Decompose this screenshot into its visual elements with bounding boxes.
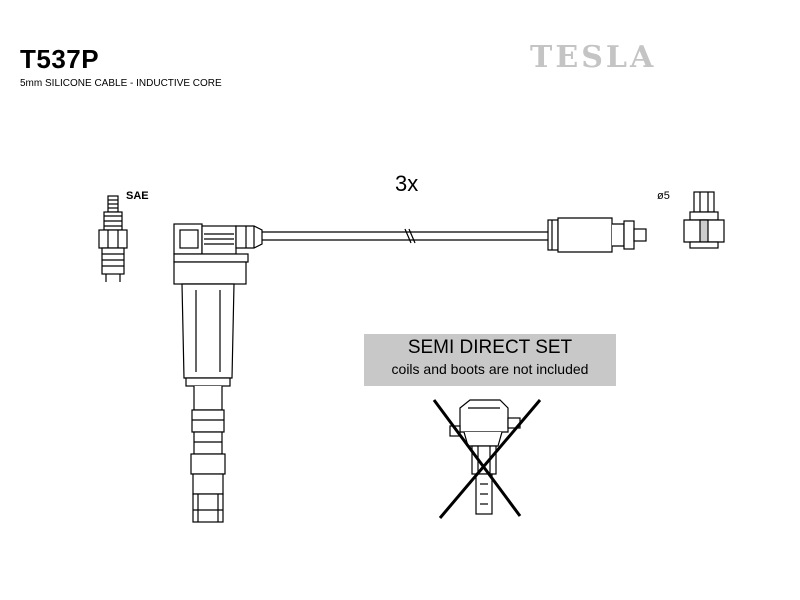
notice-text: coils and boots are not included [391, 361, 589, 377]
not-included-coil-icon [449, 399, 521, 515]
spark-plug-type-label: SAE [126, 190, 149, 202]
quantity-label: 3x [395, 171, 419, 196]
coil-boot-icon [173, 223, 263, 523]
part-number: T537P [20, 44, 100, 74]
cable-description: 5mm SILICONE CABLE - INDUCTIVE CORE [20, 78, 222, 89]
cross-out-mark-icon [432, 399, 542, 519]
ignition-cable [262, 228, 548, 244]
cable-end-boot-icon [547, 217, 647, 253]
notice-heading: SEMI DIRECT SET [407, 337, 573, 358]
terminal-connector-icon [683, 191, 725, 249]
semi-direct-set-notice: SEMI DIRECT SET coils and boots are not … [364, 334, 616, 386]
spark-plug-icon [98, 195, 128, 282]
brand-logo: TESLA [530, 40, 657, 75]
terminal-size-label: ø5 [657, 190, 670, 202]
